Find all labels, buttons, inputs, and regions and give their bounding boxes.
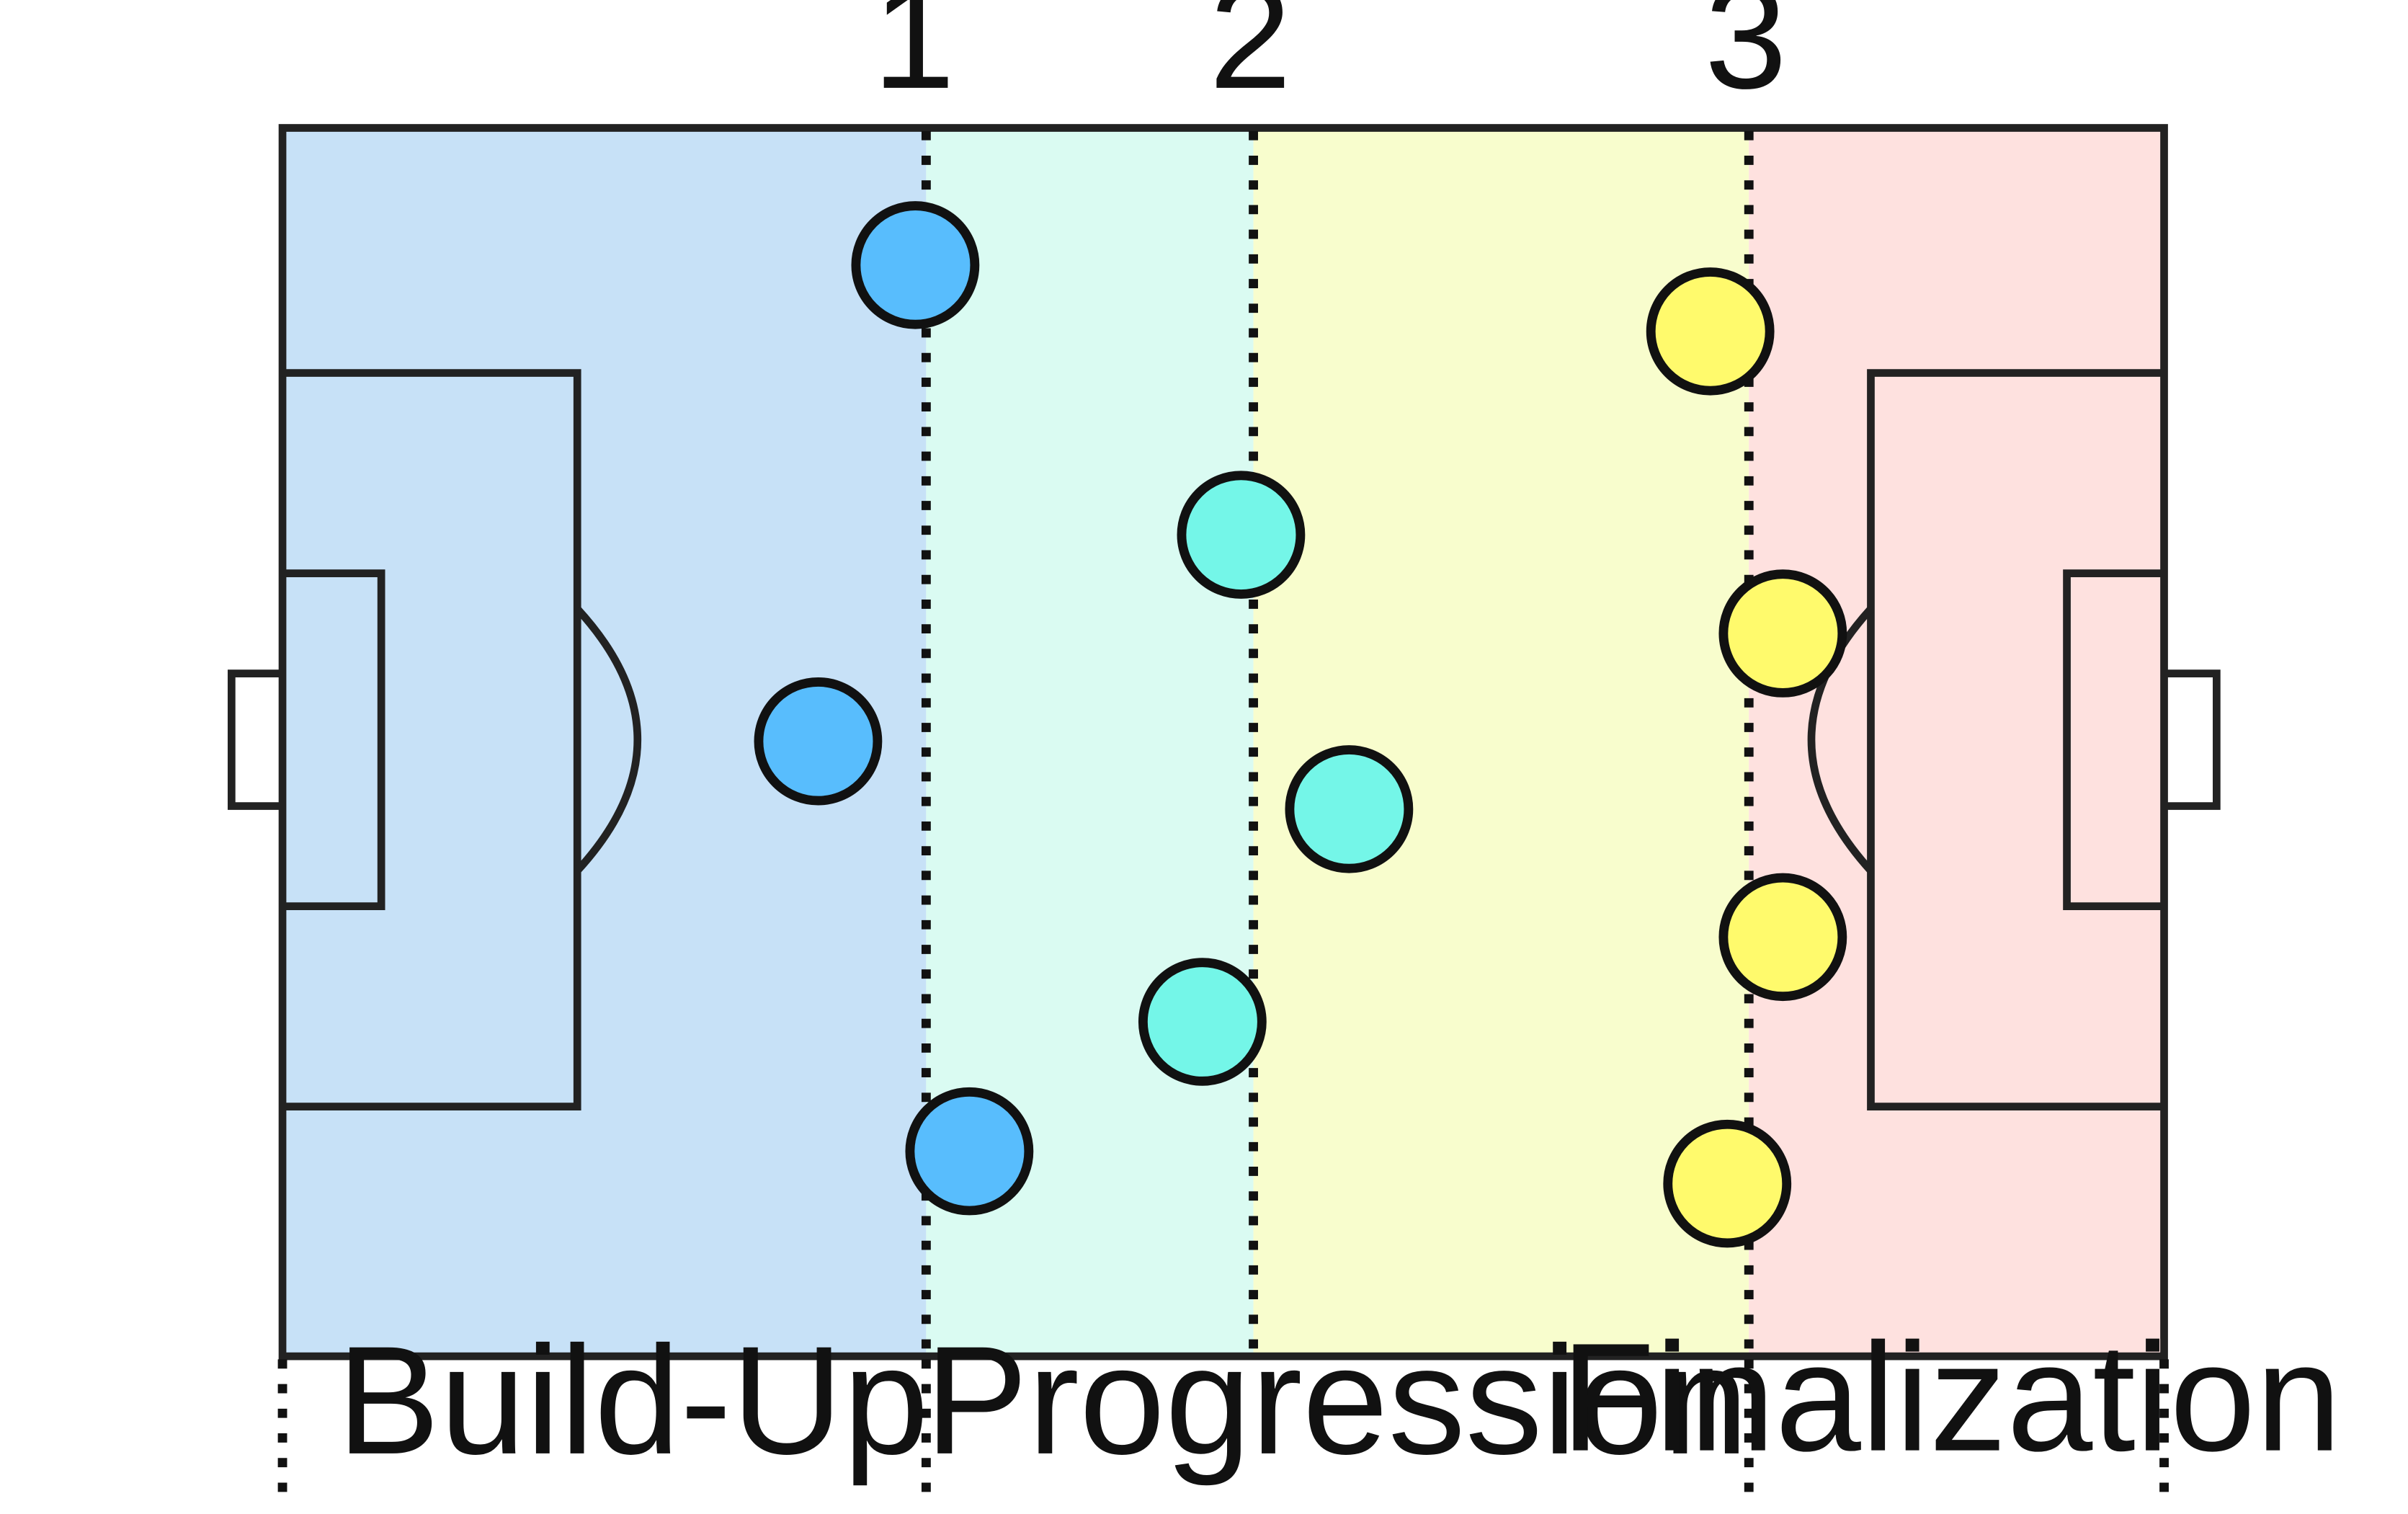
left-goal-area xyxy=(282,569,385,910)
player-yellow-2 xyxy=(1718,569,1847,698)
player-blue-3 xyxy=(905,1087,1034,1216)
player-cyan-2 xyxy=(1285,745,1414,873)
player-yellow-4 xyxy=(1663,1119,1792,1248)
phase-label-progression: Progression xyxy=(925,1314,1749,1487)
phase-label-finalization: Finalization xyxy=(1561,1312,2342,1484)
left-penalty-area xyxy=(282,369,581,1110)
players xyxy=(754,201,1847,1248)
zone-finalization xyxy=(1749,128,2164,1357)
player-yellow-1 xyxy=(1646,267,1775,396)
line-label-3: 3 xyxy=(1705,0,1787,120)
right-goal xyxy=(2164,669,2221,810)
right-goal-area xyxy=(2063,569,2164,910)
phase-label-build-up: Build-Up xyxy=(337,1314,929,1487)
player-yellow-3 xyxy=(1718,873,1847,1002)
line-label-2: 2 xyxy=(1209,0,1291,120)
pitch-boundary xyxy=(278,124,2168,1361)
left-goal xyxy=(227,669,283,810)
left-penalty-arc xyxy=(574,606,642,874)
player-blue-1 xyxy=(851,201,980,329)
right-penalty-area xyxy=(1867,369,2164,1110)
player-cyan-1 xyxy=(1177,471,1306,599)
player-blue-2 xyxy=(754,677,883,806)
line-label-1: 1 xyxy=(873,0,955,120)
player-cyan-3 xyxy=(1138,958,1267,1086)
